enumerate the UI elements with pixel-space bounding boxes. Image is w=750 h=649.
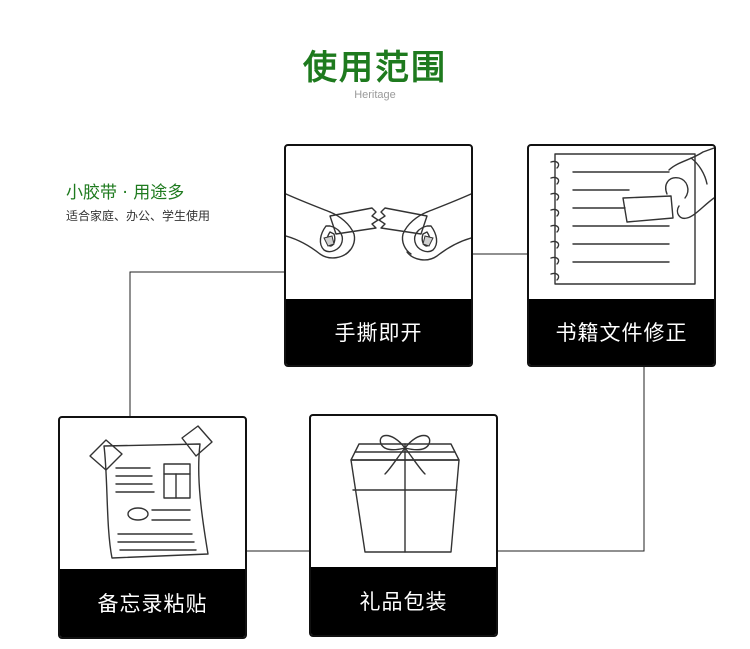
notebook-tape-icon xyxy=(550,147,714,285)
connector-tear-memo xyxy=(129,271,284,416)
card-memo-paste: 备忘录粘贴 xyxy=(58,416,247,639)
page-title: 使用范围 xyxy=(303,48,447,88)
page-subtitle: Heritage xyxy=(354,89,396,101)
card-label: 书籍文件修正 xyxy=(529,299,714,365)
card-hand-tear: 手撕即开 xyxy=(284,144,473,367)
taped-memo-icon xyxy=(89,425,213,559)
connector-book-gift xyxy=(498,367,645,552)
intro-heading: 小胶带 · 用途多 xyxy=(66,183,185,203)
hands-tearing-tape-icon xyxy=(286,193,471,261)
intro-text: 适合家庭、办公、学生使用 xyxy=(66,209,211,223)
card-book-correction: 书籍文件修正 xyxy=(527,144,716,367)
gift-box-icon xyxy=(350,434,460,553)
card-label: 备忘录粘贴 xyxy=(60,569,245,637)
card-label: 礼品包装 xyxy=(311,567,496,635)
card-label: 手撕即开 xyxy=(286,299,471,365)
card-gift-wrap: 礼品包装 xyxy=(309,414,498,637)
